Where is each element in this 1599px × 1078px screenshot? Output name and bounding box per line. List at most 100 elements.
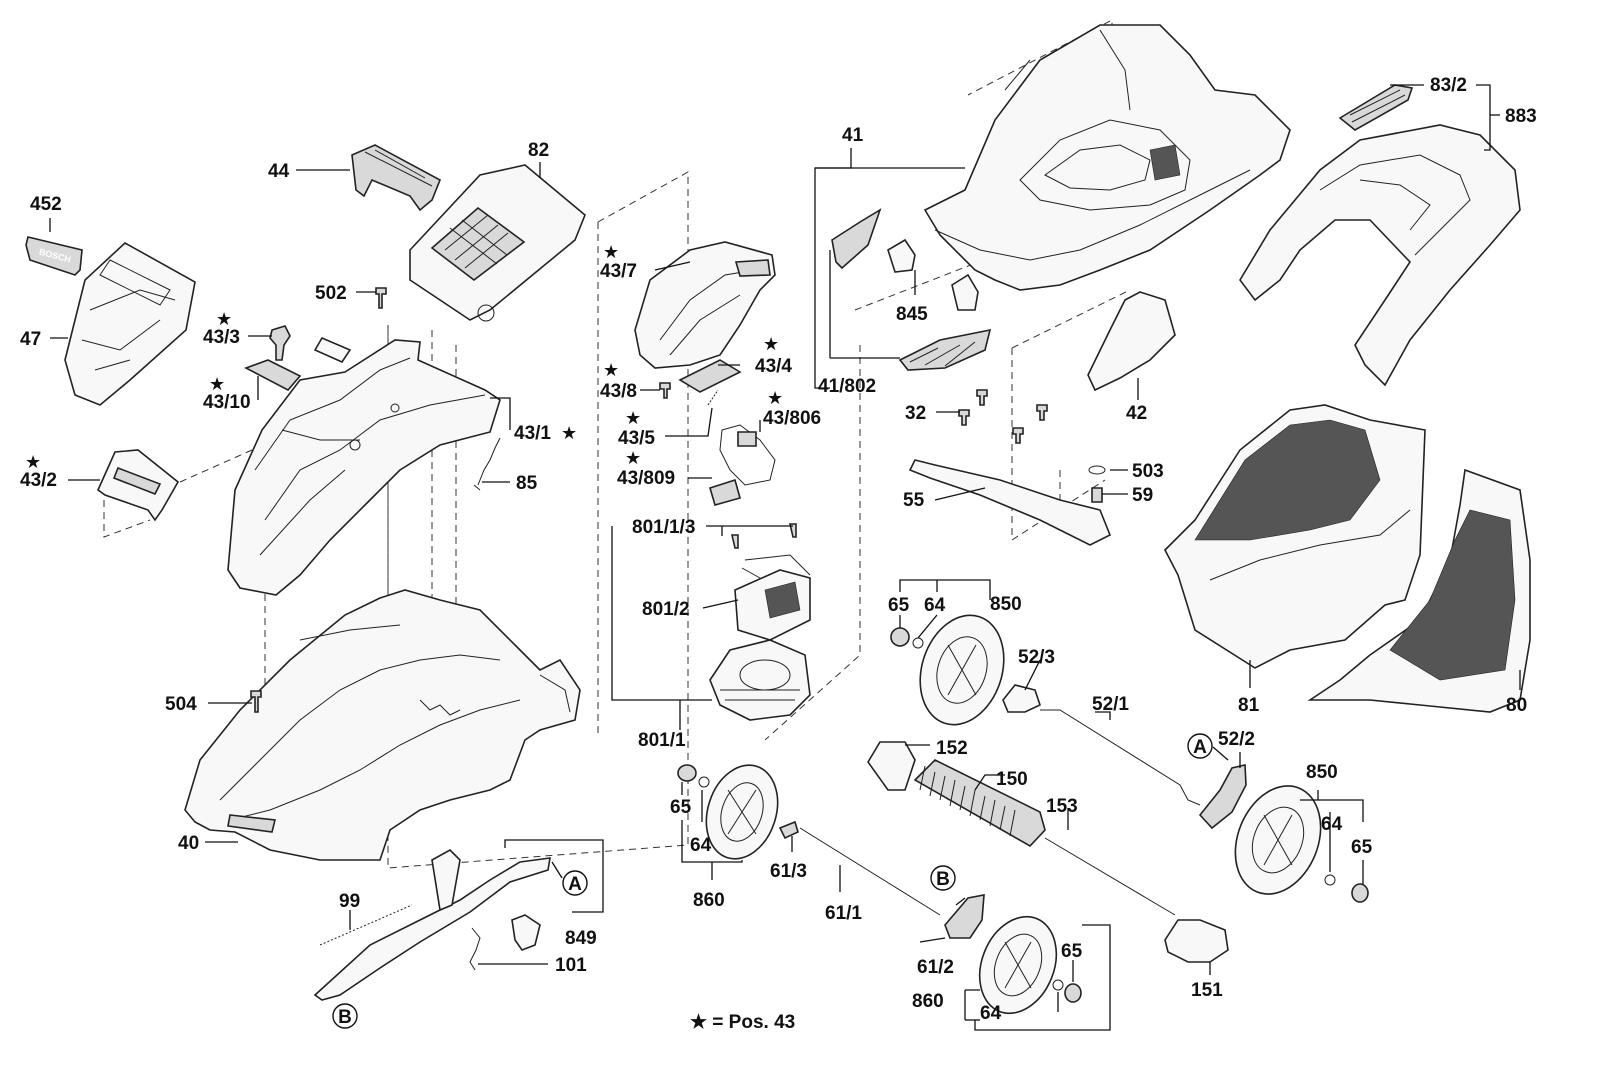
- label-504: 504: [165, 694, 197, 715]
- callout-b-label: B: [936, 869, 950, 890]
- label-860: 860: [693, 890, 725, 911]
- part-151-roller-end: [1164, 919, 1229, 963]
- star-icon: ★: [625, 408, 641, 429]
- footnote-star-legend: ★ = Pos. 43: [690, 1012, 795, 1033]
- part-47-front-cover: [64, 242, 196, 406]
- label-61-3: 61/3: [770, 861, 807, 882]
- callout-a-label: A: [1193, 737, 1207, 758]
- label-64: 64: [1321, 814, 1343, 835]
- label-64: 64: [690, 835, 712, 856]
- label-61-2: 61/2: [917, 957, 954, 978]
- label-55: 55: [903, 490, 925, 511]
- part-52-2-height-lever: [1198, 764, 1247, 830]
- label-883: 883: [1505, 106, 1537, 127]
- star-icon: ★: [763, 334, 779, 355]
- label-41-802: 41/802: [818, 376, 876, 397]
- label-43-806: 43/806: [763, 408, 821, 429]
- part-43-3-key: [269, 325, 291, 361]
- label-43-8: 43/8: [600, 381, 637, 402]
- part-64-washer-bottom: [1052, 979, 1064, 991]
- part-43-1-handle-housing: [227, 339, 501, 596]
- star-icon: ★: [767, 388, 783, 409]
- callout-a-axle: A: [1187, 733, 1213, 759]
- label-61-1: 61/1: [825, 903, 862, 924]
- part-40-main-housing: [184, 589, 581, 861]
- label-64: 64: [924, 595, 946, 616]
- label-43-809: 43/809: [617, 468, 675, 489]
- label-81: 81: [1238, 695, 1260, 716]
- part-504-screw: [250, 690, 262, 713]
- part-43-809-switch: [709, 478, 741, 506]
- label-850: 850: [1306, 762, 1338, 783]
- part-81-grassbox-basket: [1164, 404, 1426, 669]
- part-849-brake-lever: [313, 849, 551, 1001]
- part-43-5-spring: [707, 389, 719, 406]
- label-65: 65: [1061, 941, 1083, 962]
- label-502: 502: [315, 283, 347, 304]
- part-64-washer-upper: [912, 637, 924, 649]
- part-61-2-height-lever: [944, 894, 985, 939]
- part-83-2-grip: [1338, 84, 1414, 131]
- part-43-10-switch-plate: [244, 359, 302, 392]
- part-64-washer-lower: [1324, 874, 1336, 886]
- label-43-3: 43/3: [203, 327, 240, 348]
- part-80-grassbox-side: [1307, 468, 1531, 713]
- label-82: 82: [528, 140, 549, 161]
- star-icon: ★: [209, 374, 225, 395]
- callout-a-brake: A: [562, 870, 588, 896]
- label-65: 65: [670, 797, 692, 818]
- label-153: 153: [1046, 796, 1078, 817]
- part-65-cap-bottom: [1064, 983, 1082, 1003]
- label-849: 849: [565, 928, 597, 949]
- part-65-cap-lower: [1351, 883, 1369, 903]
- part-153-roller-shaft: [1044, 837, 1176, 916]
- label-860: 860: [912, 991, 944, 1012]
- part-43-2-switch-cover: [97, 449, 180, 522]
- part-52-3-bushing: [1002, 684, 1041, 713]
- callout-a-label: A: [568, 874, 582, 895]
- part-503-washer: [1088, 465, 1106, 475]
- part-65-cap-left: [677, 764, 697, 782]
- part-82-battery-lid: [409, 164, 586, 322]
- part-152-roller-bracket: [867, 741, 916, 791]
- label-801-2: 801/2: [642, 599, 690, 620]
- part-44-handle-grip: [351, 144, 442, 212]
- label-43-4: 43/4: [755, 356, 792, 377]
- part-150-roller: [913, 759, 1046, 848]
- part-65-cap-upper: [890, 627, 910, 647]
- label-801-1-3: 801/1/3: [632, 517, 695, 538]
- part-845-clips: [887, 238, 979, 311]
- leader-lines: [49, 84, 1521, 1031]
- star-icon: ★: [625, 448, 641, 469]
- part-502-screw: [375, 287, 387, 309]
- callout-b-lever: B: [930, 865, 956, 891]
- label-85: 85: [516, 473, 538, 494]
- part-43-7-control-housing: [634, 241, 776, 369]
- label-65: 65: [1351, 837, 1373, 858]
- part-801-1-motor: [709, 639, 811, 721]
- part-85-spring: [473, 437, 501, 491]
- star-icon: ★: [603, 242, 619, 263]
- label-32: 32: [905, 403, 926, 424]
- label-59: 59: [1132, 485, 1153, 506]
- label-452: 452: [30, 194, 62, 215]
- callout-b-brake: B: [332, 1003, 358, 1029]
- label-99: 99: [339, 891, 360, 912]
- label-101: 101: [555, 955, 587, 976]
- part-64-washer-left: [698, 776, 710, 788]
- part-452-bosch-badge: BOSCH: [25, 236, 83, 276]
- label-150: 150: [996, 769, 1028, 790]
- label-850: 850: [990, 594, 1022, 615]
- part-43-806-wiring: [719, 424, 776, 486]
- part-61-1-axle: [799, 827, 941, 916]
- part-801-1-3-screws: [730, 523, 797, 549]
- part-850-wheel-upper: [919, 614, 1005, 726]
- label-801-1: 801/1: [638, 730, 686, 751]
- star-icon: ★: [216, 309, 232, 330]
- part-43-4-plate: [678, 359, 742, 393]
- label-52-1: 52/1: [1092, 694, 1129, 715]
- callout-b-label: B: [338, 1007, 352, 1028]
- label-64: 64: [980, 1003, 1002, 1024]
- part-850-wheel-lower: [1234, 785, 1322, 895]
- label-41: 41: [842, 125, 864, 146]
